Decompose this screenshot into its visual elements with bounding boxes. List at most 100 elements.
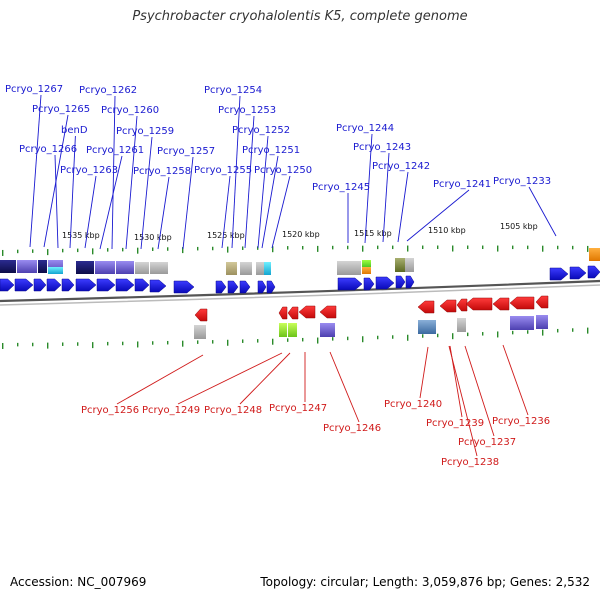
forward-gene-label: Pcryo_1243: [353, 142, 411, 153]
forward-gene-arrow: [173, 280, 195, 294]
tick-mark-bottom: [302, 337, 304, 342]
tick-mark-bottom: [347, 336, 349, 341]
tick-mark-bottom: [437, 333, 439, 338]
tick-mark-bottom: [227, 339, 229, 346]
forward-gene-label: Pcryo_1266: [19, 144, 77, 155]
tick-mark-bottom: [2, 342, 4, 349]
forward-label-leader: [84, 175, 97, 249]
forward-label-leader: [99, 155, 123, 250]
tick-mark-top: [332, 245, 334, 250]
tick-mark-top: [317, 245, 319, 252]
tick-mark-top: [272, 246, 274, 253]
reverse-gene-label: Pcryo_1247: [269, 403, 327, 414]
forward-gene-arrow: [549, 267, 569, 281]
forward-gene-label: Pcryo_1251: [242, 145, 300, 156]
tick-mark-top: [197, 246, 199, 251]
forward-gene-label: Pcryo_1255: [194, 165, 252, 176]
forward-gene-arrow: [239, 280, 251, 294]
forward-gene-label: Pcryo_1265: [32, 104, 90, 115]
tick-mark-top: [152, 247, 154, 251]
cog-block: [405, 258, 414, 272]
forward-gene-arrow: [363, 277, 375, 291]
forward-label-leader: [244, 115, 255, 249]
forward-gene-arrow: [14, 278, 34, 292]
reverse-label-leader: [419, 346, 429, 399]
cog-block: [337, 261, 361, 275]
forward-label-leader: [257, 135, 269, 249]
backbone-shadow: [0, 284, 600, 306]
cog-block: [256, 262, 264, 275]
forward-label-leader: [125, 115, 138, 250]
forward-gene-arrow: [33, 278, 47, 292]
tick-mark-top: [227, 246, 229, 253]
tick-mark-top: [572, 245, 574, 250]
forward-gene-arrow: [215, 280, 227, 294]
forward-gene-arrow: [134, 278, 150, 292]
forward-gene-arrow: [149, 279, 167, 293]
reverse-gene-arrow: [456, 298, 468, 312]
cog-block: [194, 325, 206, 339]
forward-gene-label: benD: [61, 125, 88, 136]
cog-block: [38, 260, 47, 273]
tick-mark-top: [212, 246, 214, 251]
forward-gene-arrow: [115, 278, 135, 292]
tick-mark-top: [77, 248, 79, 253]
tick-mark-bottom: [587, 327, 589, 334]
reverse-gene-label: Pcryo_1239: [426, 418, 484, 429]
tick-mark-top: [17, 249, 19, 254]
tick-mark-bottom: [452, 333, 454, 340]
forward-gene-arrow: [75, 278, 97, 292]
forward-gene-arrow: [257, 280, 267, 294]
forward-gene-label: Pcryo_1258: [133, 166, 191, 177]
genome-title: Psychrobacter cryohalolentis K5, complet…: [132, 9, 468, 24]
tick-mark-bottom: [167, 340, 169, 345]
cog-block: [135, 262, 149, 274]
reverse-gene-label: Pcryo_1236: [492, 416, 550, 427]
cog-block: [264, 262, 271, 275]
forward-label-leader: [69, 135, 76, 249]
cog-block: [362, 267, 371, 274]
tick-mark-top: [182, 247, 184, 254]
forward-label-leader: [397, 171, 409, 243]
forward-gene-arrow: [375, 276, 395, 290]
reverse-gene-arrow: [535, 295, 549, 309]
tick-mark-top: [512, 245, 514, 250]
tick-mark-bottom: [377, 335, 379, 340]
tick-mark-top: [497, 245, 499, 252]
reverse-label-leader: [239, 352, 291, 405]
reverse-label-leader: [448, 345, 478, 457]
cog-block: [150, 262, 168, 274]
tick-mark-bottom: [122, 341, 124, 346]
tick-mark-top: [347, 245, 349, 250]
reverse-label-leader: [329, 351, 360, 423]
tick-mark-top: [467, 245, 469, 250]
reverse-gene-arrow: [465, 297, 493, 311]
forward-gene-arrow: [46, 278, 62, 292]
forward-gene-arrow: [569, 266, 587, 280]
tick-mark-top: [587, 245, 589, 252]
reverse-label-leader: [464, 345, 495, 437]
tick-mark-top: [47, 249, 49, 256]
forward-gene-arrow: [266, 280, 276, 294]
reverse-gene-label: Pcryo_1238: [441, 457, 499, 468]
scale-label: 1530 kbp: [134, 233, 172, 242]
tick-mark-top: [62, 248, 64, 253]
forward-gene-label: Pcryo_1267: [5, 84, 63, 95]
forward-gene-arrow: [96, 278, 116, 292]
accession-text: Accession: NC_007969: [10, 575, 147, 589]
reverse-gene-label: Pcryo_1256: [81, 405, 139, 416]
forward-label-leader: [382, 152, 390, 243]
scale-label: 1535 kbp: [62, 231, 100, 240]
tick-mark-top: [542, 245, 544, 252]
tick-mark-top: [527, 245, 529, 250]
scale-label: 1520 kbp: [282, 230, 320, 239]
reverse-gene-arrow: [492, 297, 510, 311]
tick-mark-bottom: [467, 332, 469, 337]
cog-block: [17, 260, 37, 273]
tick-mark-top: [452, 245, 454, 252]
forward-label-leader: [157, 176, 170, 250]
tick-mark-bottom: [392, 335, 394, 339]
forward-gene-label: Pcryo_1233: [493, 176, 551, 187]
tick-mark-top: [137, 247, 139, 254]
